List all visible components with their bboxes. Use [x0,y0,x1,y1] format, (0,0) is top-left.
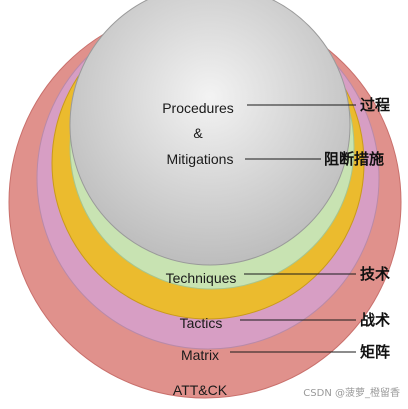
procedures-layer-circle [69,0,351,266]
matrix-zh-label: 矩阵 [360,343,390,361]
ampersand-label: & [193,125,203,141]
tactics-zh-label: 战术 [360,311,390,329]
mitigations-label: Mitigations [167,151,234,167]
attck-label: ATT&CK [173,382,228,398]
mitigations-zh-label: 阻断措施 [324,150,384,168]
procedures-zh-label: 过程 [360,96,390,114]
tactics-label: Tactics [180,315,223,331]
csdn-watermark: CSDN @菠萝_橙留香 [303,386,400,399]
matrix-label: Matrix [181,347,219,363]
procedures-label: Procedures [162,100,234,116]
techniques-zh-label: 技术 [360,265,390,283]
techniques-label: Techniques [166,270,237,286]
